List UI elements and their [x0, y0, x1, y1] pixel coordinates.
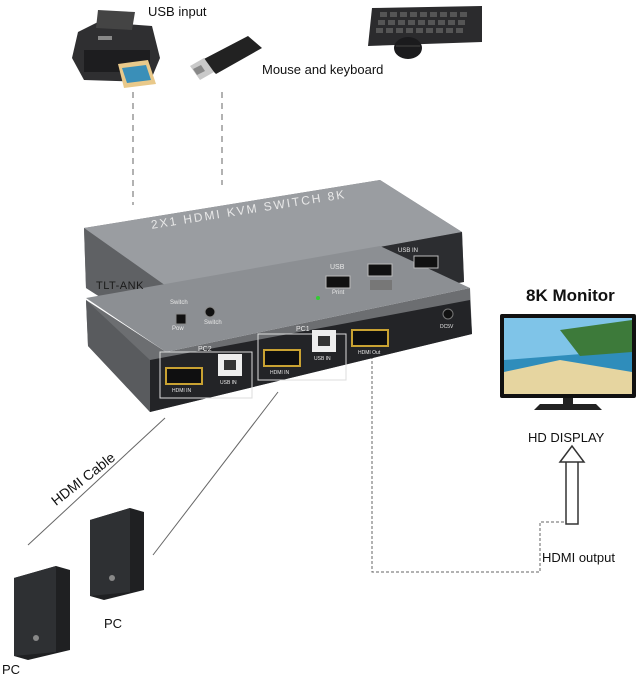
- usb-input-label: USB input: [148, 4, 207, 19]
- pc-left-label: PC: [2, 662, 21, 677]
- pc-tower-left-icon: [14, 566, 70, 660]
- switch-button: [175, 313, 187, 325]
- audio-jack: [204, 306, 216, 318]
- dc5v-label: DC5V: [440, 324, 454, 330]
- hd-display-label: HD DISPLAY: [528, 430, 605, 445]
- hdmi-cable-line-right: [152, 391, 279, 556]
- brand-label: TLT-ANK: [96, 280, 144, 292]
- hdmi-out-port: [351, 329, 389, 347]
- dc-power-port: [442, 308, 454, 320]
- hdmi-output-label: HDMI output: [542, 550, 615, 565]
- arrow-up-icon: [558, 444, 586, 525]
- usb-in-port-a: [367, 263, 393, 277]
- usb-in-top-label: USB IN: [398, 248, 419, 254]
- usb-port-label: USB: [330, 264, 345, 271]
- pc2-label: PC2: [198, 346, 212, 353]
- hdmi-cable-line-left: [27, 417, 166, 546]
- usb-in-2-label: USB IN: [220, 380, 237, 386]
- hdmi-in-2-label: HDMI IN: [172, 388, 192, 394]
- connection-lines: [27, 92, 573, 573]
- hdmi-in-1-label: HDMI IN: [270, 370, 290, 376]
- hdmi-output-line: [371, 356, 573, 573]
- printer-icon: [72, 10, 160, 88]
- monitor-title: 8K Monitor: [526, 286, 615, 305]
- usb-in-port-c: [370, 280, 392, 290]
- hdmi-in-port-2: [165, 367, 203, 385]
- mouse-icon: [394, 37, 422, 59]
- pc1-panel: [257, 333, 347, 381]
- mouse-keyboard-label: Mouse and keyboard: [262, 62, 384, 77]
- monitor-icon: [500, 314, 636, 410]
- pc-right-label: PC: [104, 616, 123, 631]
- usb-print-port: [325, 275, 351, 289]
- pc2-panel: [159, 351, 253, 399]
- hdmi-in-port-1: [263, 349, 301, 367]
- usb-in-1-label: USB IN: [314, 356, 331, 362]
- switch-label: Switch: [170, 300, 188, 306]
- pc-tower-right-icon: [90, 508, 144, 600]
- usb-in-port-b: [413, 255, 439, 269]
- usb-stick-icon: [190, 36, 262, 80]
- pow-label: Pow: [172, 326, 184, 332]
- pc1-label: PC1: [296, 326, 310, 333]
- keyboard-icon: [368, 6, 482, 46]
- hdmi-out-label: HDMI Out: [358, 350, 381, 356]
- led-indicator: [316, 296, 320, 300]
- print-port-label: Print: [332, 290, 345, 296]
- kvm-switch-device: [84, 180, 472, 412]
- switch-label-2: Switch: [204, 320, 222, 326]
